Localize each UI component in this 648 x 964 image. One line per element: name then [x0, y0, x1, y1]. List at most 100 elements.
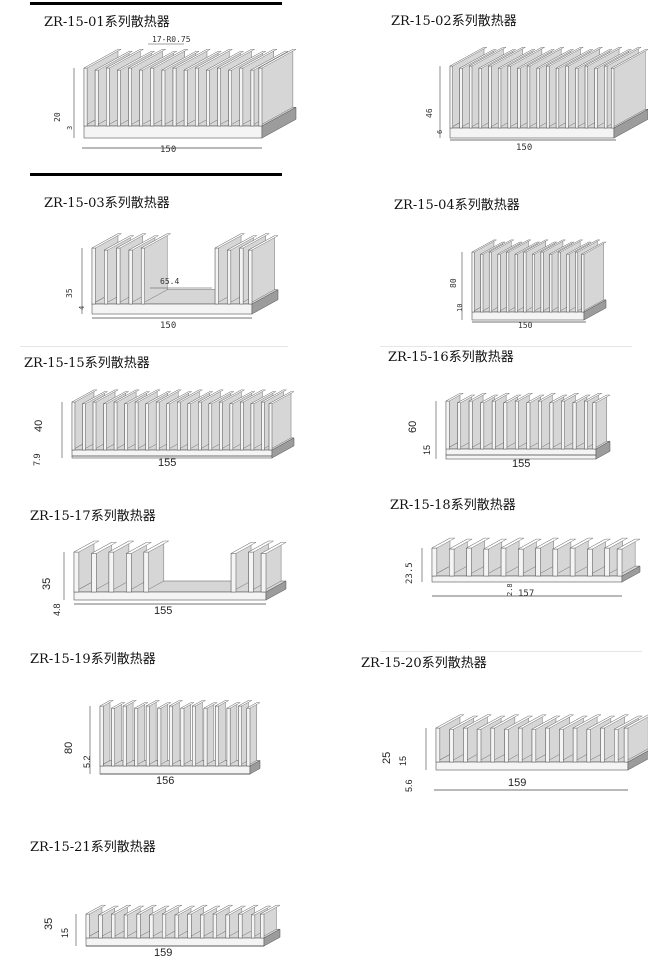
heatsink-base-front: [431, 575, 623, 583]
heatsink-fin-top: [584, 47, 622, 67]
heatsink-fin-front: [623, 727, 629, 763]
heatsink-fin-front: [106, 67, 110, 127]
heatsink-fin-top: [592, 394, 611, 403]
svg-text:17-R0.75: 17-R0.75: [152, 35, 191, 44]
heatsink-fin-top: [139, 51, 177, 71]
heatsink-fin-front: [449, 548, 455, 577]
svg-text:35: 35: [41, 578, 53, 590]
heatsink-fin-top: [143, 540, 169, 553]
heatsink-fin-top: [531, 715, 560, 730]
heatsink-fin-top: [166, 391, 192, 404]
heatsink-fin-top: [492, 393, 510, 402]
heatsink-fin-front: [122, 705, 127, 767]
heatsink-fin-front: [215, 705, 219, 767]
heatsink-fin-top: [506, 239, 531, 253]
svg-text:7.9: 7.9: [32, 453, 42, 466]
svg-text:150: 150: [518, 321, 533, 330]
heatsink-drawing: 155 35 4.8: [41, 540, 287, 617]
heatsink-fin-front: [545, 727, 550, 763]
heatsink-fin-top: [208, 391, 234, 404]
heatsink-fin-front: [140, 247, 145, 305]
heatsink-fin-top: [128, 49, 166, 69]
heatsink-fin-front: [488, 65, 492, 129]
heatsink-fin-front: [604, 65, 608, 129]
heatsink-fin-front: [476, 728, 482, 763]
heatsink-fin-front: [604, 547, 610, 577]
heatsink-fin-top: [82, 391, 108, 404]
heatsink-fin-top: [518, 538, 542, 550]
heatsink-base-side: [271, 437, 295, 459]
heatsink-fin-top: [527, 47, 564, 67]
heatsink-fin-front: [145, 705, 150, 767]
heatsink-fin-front: [435, 727, 441, 763]
heatsink-fin-top: [214, 233, 245, 249]
heatsink-fin-front: [143, 551, 149, 593]
heatsink-fin-front: [532, 253, 535, 313]
heatsink-fin-top: [558, 239, 583, 253]
heatsink-fin-front: [557, 251, 561, 313]
heatsink-fin-front: [203, 707, 208, 767]
heatsink-fin-top: [617, 538, 641, 550]
heatsink-drawing: 155 40 7.9: [32, 389, 295, 469]
heatsink-fin-front: [488, 251, 492, 313]
heatsink-fin-front: [226, 707, 231, 767]
heatsink-fin-top: [187, 905, 208, 915]
heatsink-base-front: [471, 311, 585, 321]
heatsink-fin-front: [124, 403, 128, 451]
heatsink-fin-front: [71, 401, 76, 451]
heatsink-fin-top: [169, 700, 183, 707]
divider: [380, 651, 642, 652]
heatsink-fin-top: [614, 715, 643, 730]
svg-text:46: 46: [425, 108, 434, 118]
heatsink-fin-top: [106, 49, 144, 69]
svg-text:15: 15: [398, 756, 408, 766]
heatsink-fin-front: [108, 551, 115, 593]
heatsink-fin-top: [73, 540, 99, 553]
heatsink-fin-front: [183, 69, 188, 127]
heatsink-fin-top: [246, 702, 261, 709]
heatsink-fin-top: [559, 715, 588, 730]
heatsink-fin-front: [546, 65, 550, 129]
heatsink-fin-top: [587, 538, 611, 550]
heatsink-fin-front: [206, 69, 210, 127]
heatsink-fin-top: [507, 47, 545, 67]
heatsink-fin-top: [162, 905, 182, 915]
heatsink-fin-top: [230, 542, 257, 554]
heatsink-fin-front: [139, 69, 143, 127]
heatsink-fin-top: [549, 241, 575, 255]
heatsink-fin-front: [195, 67, 199, 127]
heatsink-fin-top: [124, 391, 150, 404]
svg-text:5.6: 5.6: [404, 779, 414, 792]
heatsink-fin-top: [99, 700, 114, 707]
heatsink-fin-top: [556, 49, 593, 69]
heatsink-fin-top: [116, 233, 147, 249]
svg-text:23.5: 23.5: [405, 562, 415, 584]
heatsink-fin-front: [480, 253, 484, 313]
svg-text:60: 60: [407, 421, 419, 433]
heatsink-fin-front: [136, 913, 141, 939]
heatsink-base-side: [621, 565, 641, 583]
heatsink-fin-front: [155, 401, 160, 451]
heatsink-fin-front: [592, 402, 597, 450]
heatsink-fin-front: [198, 401, 202, 451]
heatsink-fin-top: [526, 394, 545, 403]
heatsink-fin-front: [559, 728, 564, 763]
heatsink-fin-top: [449, 47, 487, 67]
heatsink-fin-front: [466, 547, 472, 577]
heatsink-fin-front: [187, 403, 191, 451]
heatsink-fin-front: [219, 401, 223, 451]
svg-text:15: 15: [60, 928, 70, 938]
heatsink-fin-top: [240, 389, 266, 403]
heatsink-fin-top: [489, 239, 514, 253]
heatsink-fin-top: [594, 49, 632, 69]
heatsink-fin-front: [177, 401, 181, 451]
heatsink-drawing: 150 80 10: [449, 239, 607, 330]
heatsink-fin-top: [195, 49, 233, 69]
heatsink-fin-front: [445, 400, 450, 450]
heatsink-base-front: [99, 765, 251, 775]
heatsink-fin-front: [614, 728, 619, 763]
heatsink-fin-front: [431, 547, 438, 577]
heatsink-fin-top: [575, 49, 613, 69]
heatsink-fin-front: [149, 914, 154, 939]
heatsink-fin-top: [122, 700, 137, 707]
